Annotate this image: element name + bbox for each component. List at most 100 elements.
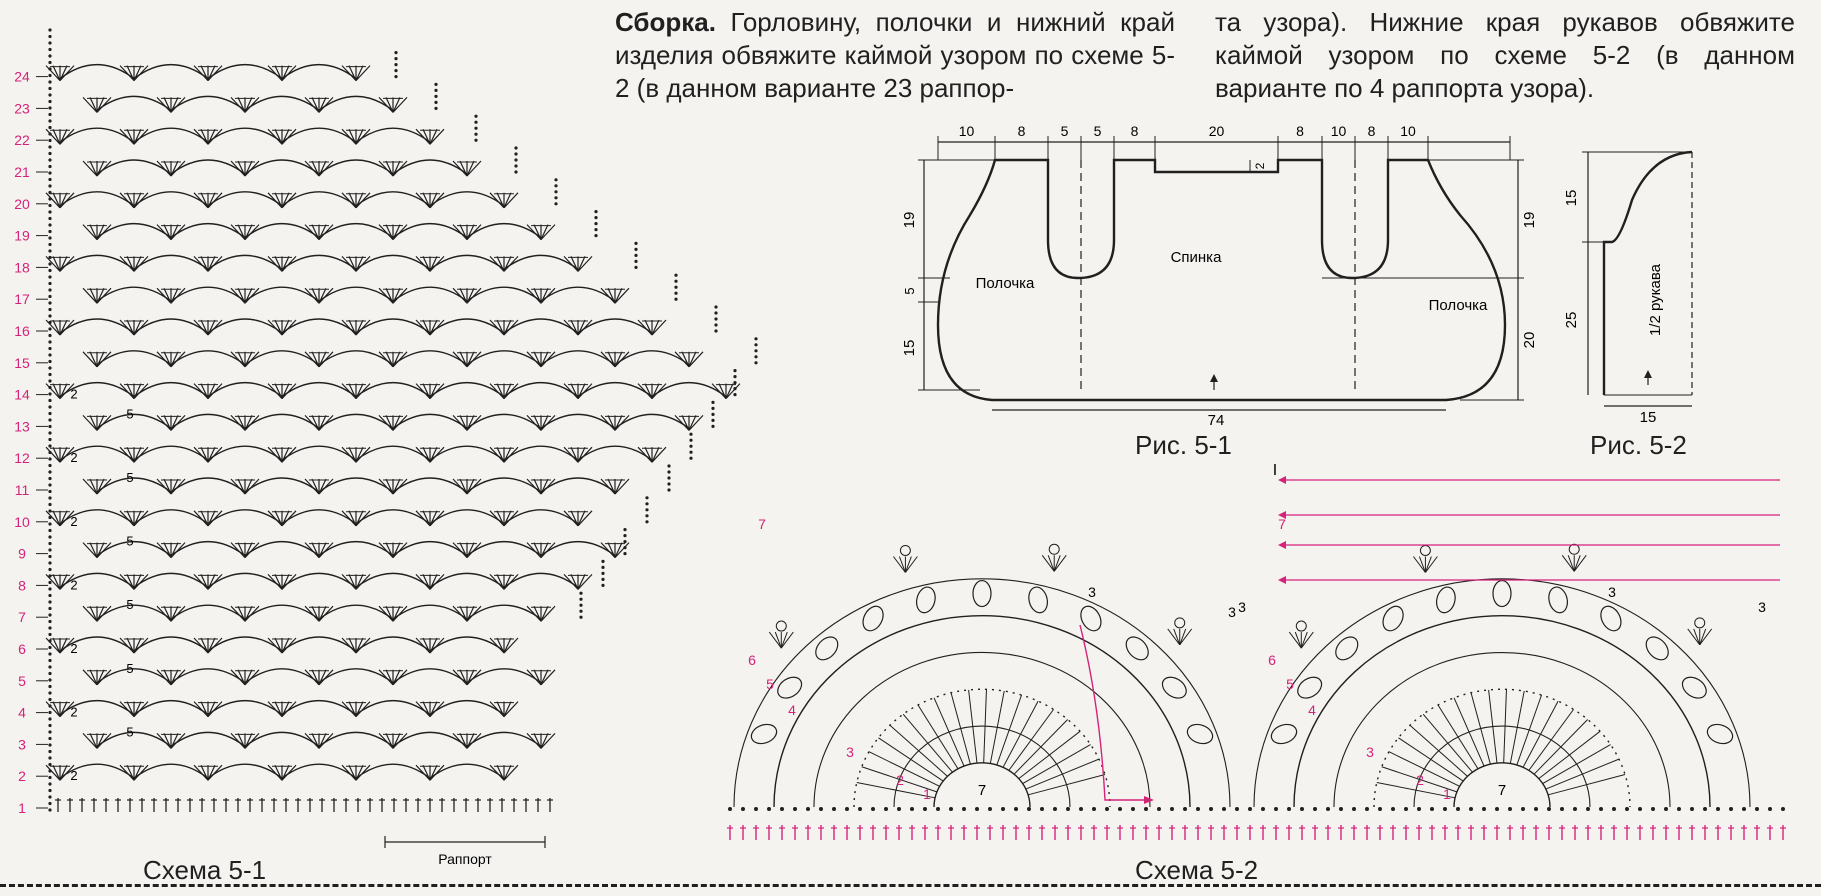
edge-dot xyxy=(733,375,737,379)
fan-stitch xyxy=(133,192,149,209)
fan-stitch xyxy=(466,669,475,686)
picot-stitch xyxy=(1047,555,1055,572)
fan-stitch xyxy=(526,224,542,241)
fan-stitch xyxy=(540,669,556,686)
fan-stitch xyxy=(281,319,290,336)
schema-5-2-chart: 7123456733371234567333I xyxy=(727,462,1786,840)
fan-spoke xyxy=(1398,737,1464,782)
fan-stitch xyxy=(496,446,505,463)
fan-spoke xyxy=(989,690,1005,764)
chain-arch xyxy=(59,318,135,334)
left-border-dot xyxy=(48,158,52,162)
stitch-fan xyxy=(45,510,75,527)
stitch-fan xyxy=(230,96,260,113)
fan-stitch xyxy=(119,319,135,336)
fan-stitch xyxy=(274,637,283,654)
fan-stitch xyxy=(82,414,98,431)
foundation-chain xyxy=(1287,807,1291,811)
fan-stitch xyxy=(59,701,75,718)
fan-stitch xyxy=(496,574,505,590)
edge-dot xyxy=(711,400,715,404)
fan-stitch xyxy=(318,542,334,559)
fan-stitch xyxy=(207,764,216,781)
fan-stitch xyxy=(503,764,519,781)
left-border-dot xyxy=(48,580,52,585)
fan-stitch xyxy=(466,733,475,749)
chain-arch xyxy=(207,254,283,270)
chain-count-label: 5 xyxy=(126,724,133,739)
chain-count-label: 5 xyxy=(126,661,133,676)
foundation-chain xyxy=(1313,807,1317,811)
fan-stitch xyxy=(526,351,542,368)
fan-stitch xyxy=(577,256,586,272)
chain-arch xyxy=(244,668,320,684)
picot-stitch xyxy=(1167,628,1181,646)
row-direction-arrowhead-3 xyxy=(1278,576,1286,584)
stitch-fan xyxy=(674,414,704,431)
fan-stitch xyxy=(200,637,209,654)
picot-loop xyxy=(1174,617,1186,629)
fan-stitch xyxy=(540,224,549,240)
fan-stitch xyxy=(614,542,623,558)
edge-dot xyxy=(434,82,438,86)
fan-spoke xyxy=(1548,774,1626,796)
foundation-chain xyxy=(1248,807,1252,811)
row-number-16: 16 xyxy=(14,323,30,339)
left-border-dot xyxy=(48,671,52,676)
left-border-dot xyxy=(48,736,52,741)
stitch-fan xyxy=(82,287,112,304)
fan-stitch xyxy=(267,701,283,718)
stitch-fan xyxy=(489,637,519,654)
fan-stitch xyxy=(126,319,135,336)
fan-stitch xyxy=(577,510,586,527)
fan-stitch xyxy=(156,351,172,368)
stitch-fan xyxy=(304,414,334,431)
fan-spoke xyxy=(1538,730,1601,780)
chain-arch xyxy=(96,540,172,557)
fan-arc-3 xyxy=(813,651,1151,808)
chain-arch xyxy=(96,95,172,111)
edge-dot xyxy=(514,152,518,156)
fan-stitch xyxy=(59,128,68,145)
fan-stitch xyxy=(355,192,371,209)
fan-stitch xyxy=(244,669,260,686)
fan-stitch xyxy=(193,701,209,718)
row-number-13: 13 xyxy=(14,418,30,434)
fan-stitch xyxy=(651,319,667,336)
chain-arch xyxy=(503,572,579,588)
fan-stitch xyxy=(526,732,542,749)
edge-dot xyxy=(579,603,583,607)
chain-arch xyxy=(429,636,505,652)
fan-stitch xyxy=(577,446,593,463)
fan-stitch xyxy=(341,65,357,82)
chain-arch xyxy=(59,636,135,652)
fan-stitch xyxy=(207,574,216,590)
stitch-fan xyxy=(230,160,260,177)
fan-stitch xyxy=(230,224,246,241)
row-number-23: 23 xyxy=(14,100,30,116)
left-border-dot xyxy=(48,281,52,286)
edge-dot xyxy=(754,361,758,365)
stitch-fan xyxy=(341,192,371,209)
stitch-fan xyxy=(489,573,519,590)
fan-spoke xyxy=(917,704,959,770)
fan-stitch xyxy=(163,542,172,558)
fan-stitch xyxy=(281,764,297,781)
stitch-fan xyxy=(415,255,445,272)
fan-stitch xyxy=(563,319,579,336)
fan-stitch xyxy=(45,192,61,209)
stitch-fan xyxy=(378,605,408,622)
fan-spoke xyxy=(1545,758,1620,790)
foundation-chain xyxy=(1196,807,1200,811)
puff-stitch xyxy=(1335,636,1359,661)
left-border-dot xyxy=(48,522,52,526)
fan-stitch xyxy=(489,383,505,400)
chain-arch xyxy=(170,286,246,302)
fan-stitch xyxy=(59,510,75,527)
edge-dot xyxy=(594,228,598,232)
stitch-fan xyxy=(341,764,371,781)
fan-stitch xyxy=(452,414,468,431)
repeat-mark: I xyxy=(1273,462,1277,479)
left-border-dot xyxy=(48,593,52,598)
fan-stitch xyxy=(230,414,246,431)
